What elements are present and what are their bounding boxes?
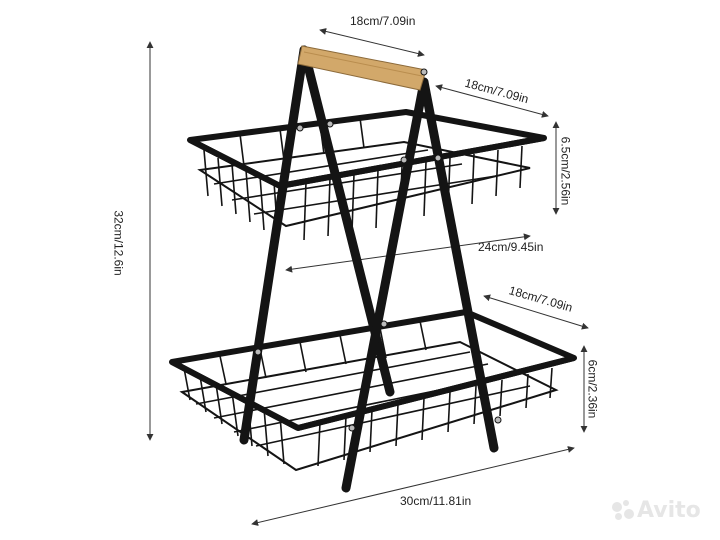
a-frame [239, 45, 499, 493]
avito-logo-icon [612, 499, 634, 522]
bottom-basket [169, 309, 577, 472]
watermark-text: Avito [637, 498, 701, 523]
dim-top-height: 6.5cm/2.56in [558, 136, 573, 206]
avito-watermark: Avito [612, 498, 701, 523]
dim-bottom-height: 6cm/2.36in [585, 359, 600, 419]
dim-mid-length: 24cm/9.45in [478, 240, 544, 254]
dim-bottom-length: 30cm/11.81in [400, 494, 472, 508]
dim-overall-height: 32cm/12.6in [111, 210, 126, 276]
rivets [254, 68, 502, 432]
wooden-handle [297, 45, 427, 91]
dimension-lines [146, 28, 589, 526]
dim-top-width: 18cm/7.09in [350, 14, 416, 28]
top-basket [187, 109, 547, 241]
